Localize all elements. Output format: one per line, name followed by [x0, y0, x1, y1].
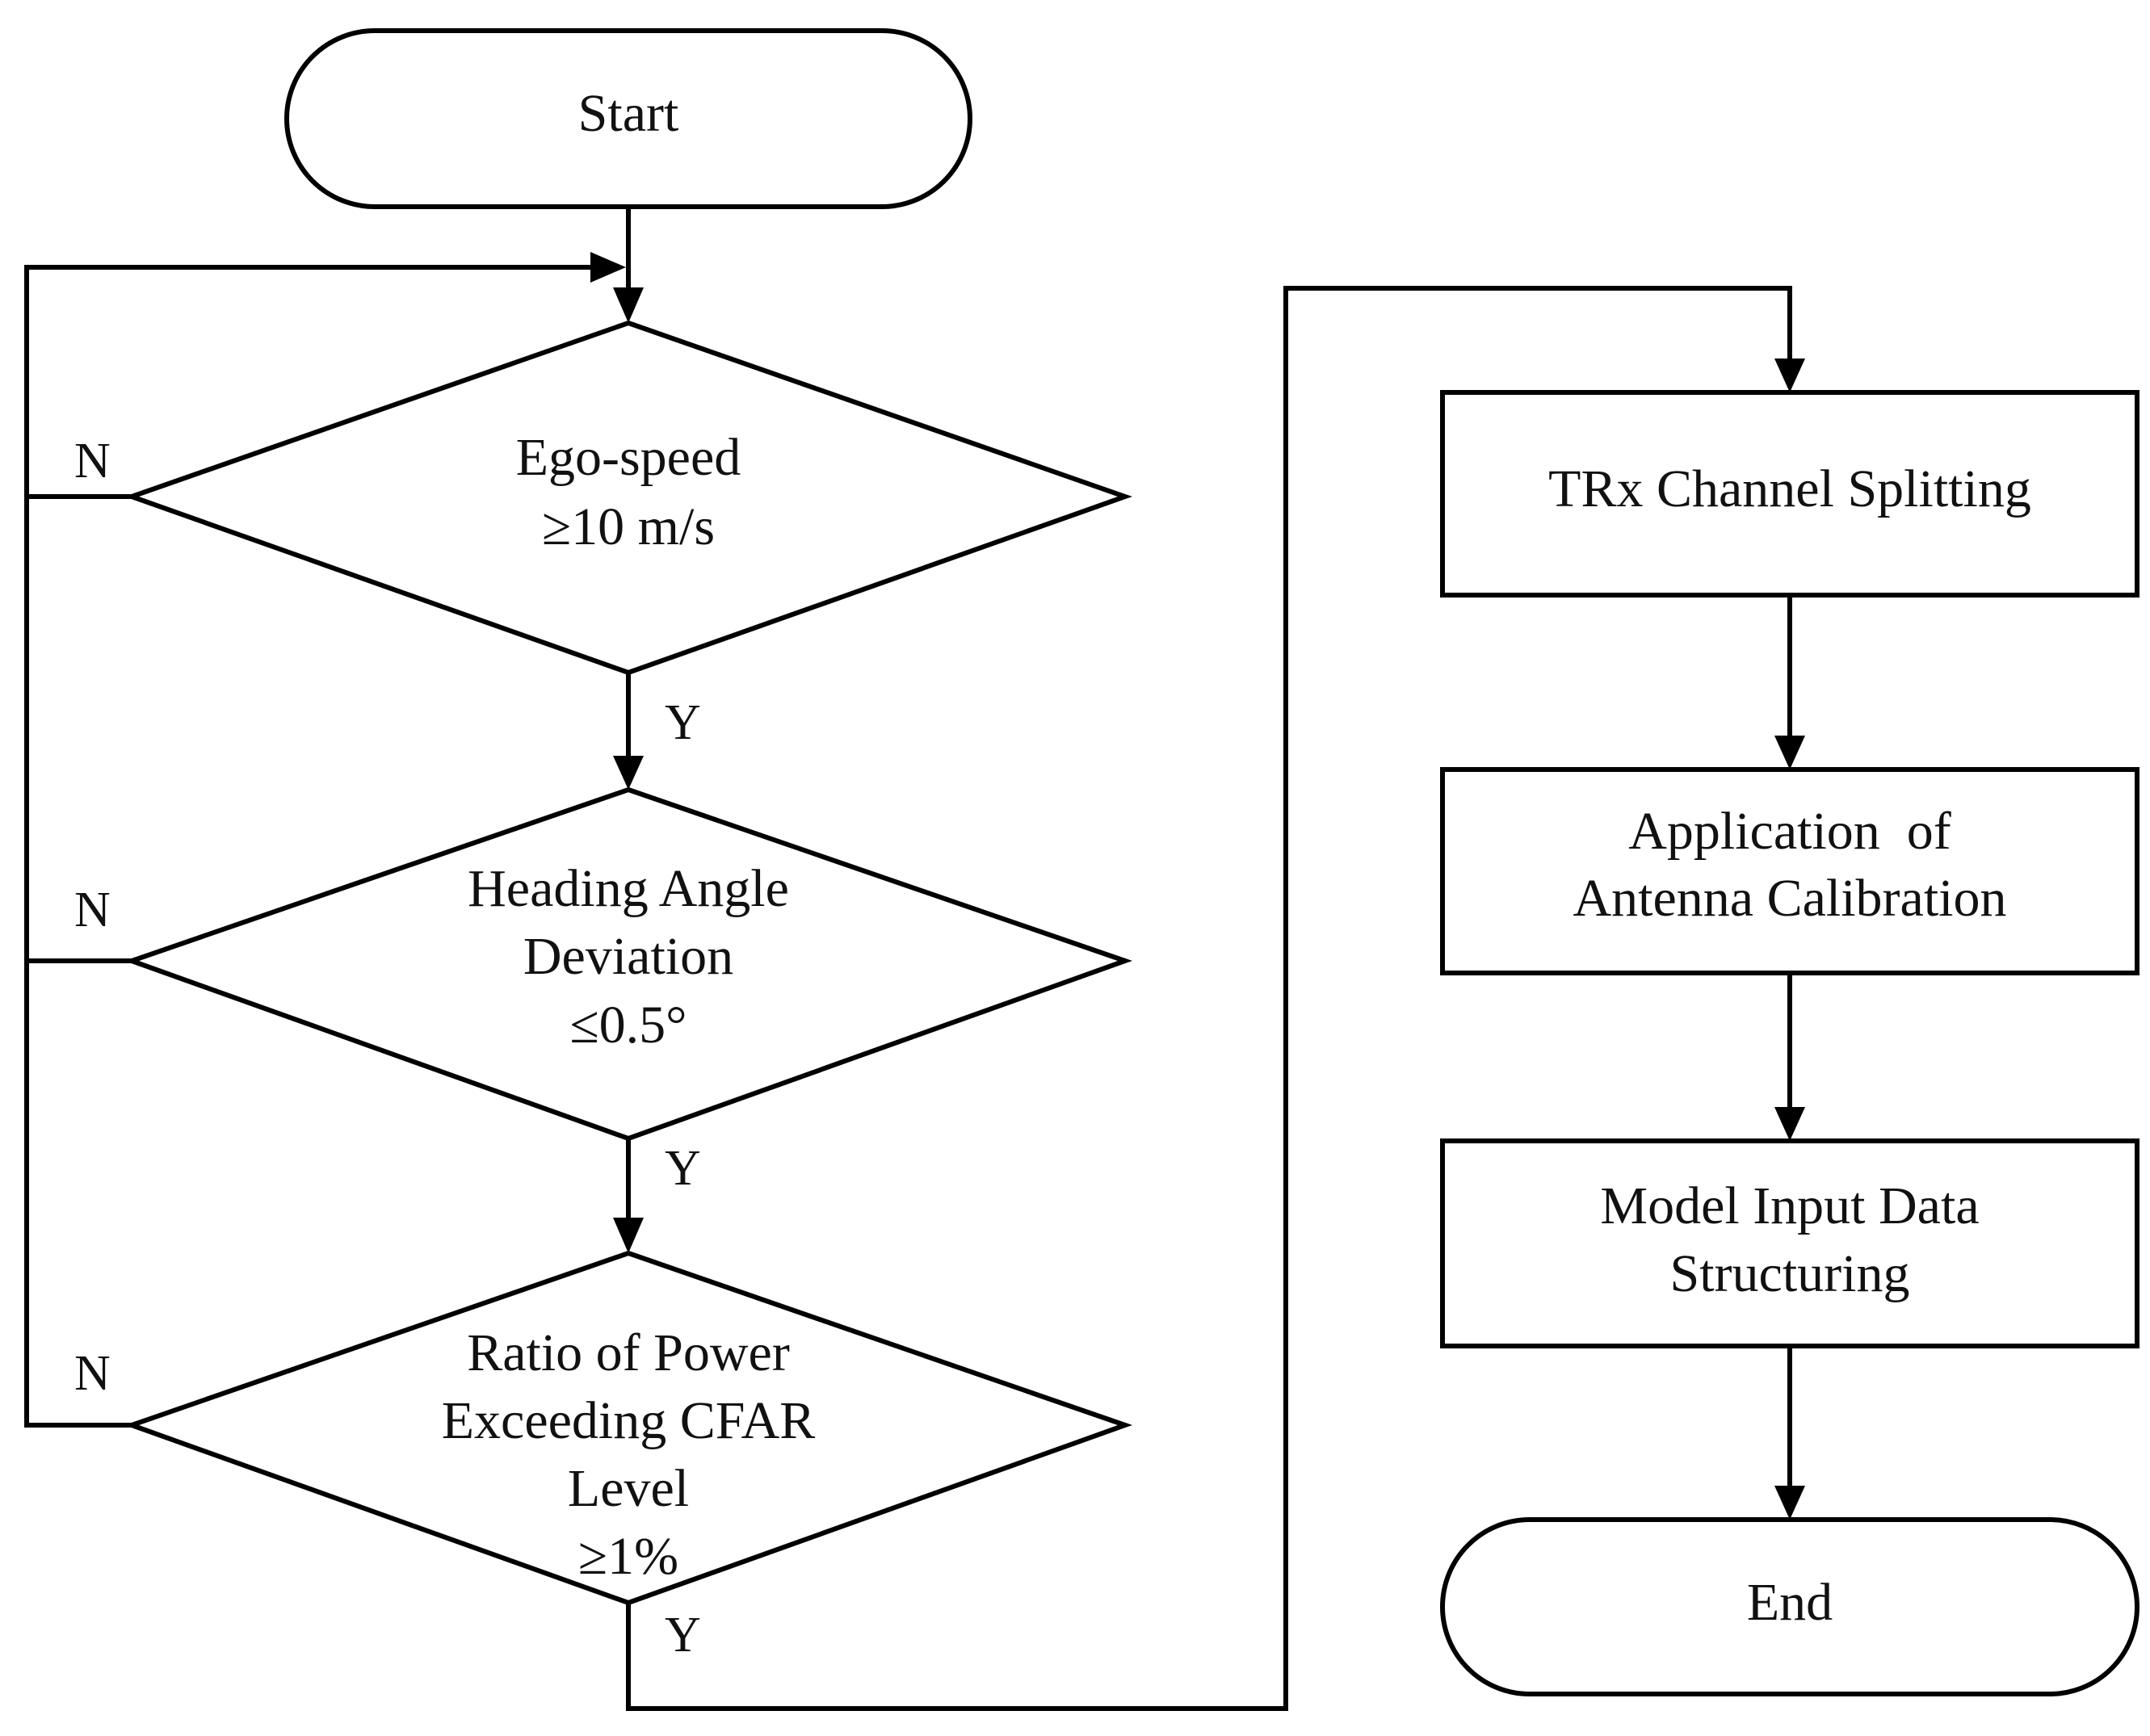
arrowhead-to-model-input	[1774, 1107, 1805, 1141]
arrowhead-to-trx	[1774, 359, 1805, 392]
yes-label-power-ratio: Y	[665, 1608, 701, 1663]
heading-label-line-2: Deviation	[523, 927, 733, 986]
yes-label-heading: Y	[665, 1141, 701, 1196]
arrowhead-to-power-ratio	[613, 1218, 644, 1253]
yes-label-ego-speed: Y	[665, 695, 701, 750]
arrowhead-to-calibration	[1774, 736, 1805, 769]
model-input-label-line-2: Structuring	[1670, 1244, 1910, 1303]
end-terminal	[1440, 1517, 2140, 1696]
heading-label-line-1: Heading Angle	[468, 859, 789, 918]
power-ratio-decision	[124, 1250, 1133, 1606]
start-terminal	[284, 28, 972, 209]
power-ratio-label-line-4: ≥1%	[578, 1527, 678, 1586]
heading-label-line-3: ≤0.5°	[569, 996, 687, 1055]
antenna-calibration-label-line-1: Application of	[1628, 802, 1951, 861]
ego-speed-label-line-1: Ego-speed	[516, 428, 741, 487]
connector-power-ratio-to-trx	[626, 286, 1792, 1711]
power-ratio-label-line-3: Level	[568, 1459, 689, 1518]
no-label-power-ratio: N	[74, 1346, 111, 1401]
trx-splitting-process	[1440, 390, 2140, 598]
antenna-calibration-label-line-2: Antenna Calibration	[1573, 869, 2006, 928]
start-label: Start	[578, 84, 679, 143]
arrowhead-to-end	[1774, 1486, 1805, 1520]
feedback-loop-return	[24, 265, 594, 1428]
arrowhead-feedback-loop	[590, 252, 626, 283]
power-ratio-label-line-2: Exceeding CFAR	[442, 1391, 816, 1450]
no-label-heading: N	[74, 883, 111, 937]
arrowhead-to-ego-speed	[613, 287, 644, 323]
ego-speed-decision	[124, 320, 1133, 676]
model-input-label-line-1: Model Input Data	[1600, 1176, 1979, 1235]
trx-splitting-label: TRx Channel Splitting	[1548, 459, 2031, 518]
end-label: End	[1747, 1573, 1833, 1632]
ego-speed-label-line-2: ≥10 m/s	[542, 497, 715, 556]
heading-decision	[124, 786, 1133, 1142]
no-label-ego-speed: N	[74, 434, 111, 489]
arrowhead-to-heading	[613, 756, 644, 790]
power-ratio-label-line-1: Ratio of Power	[467, 1323, 790, 1382]
antenna-calibration-process	[1440, 767, 2140, 975]
model-input-process	[1440, 1138, 2140, 1348]
